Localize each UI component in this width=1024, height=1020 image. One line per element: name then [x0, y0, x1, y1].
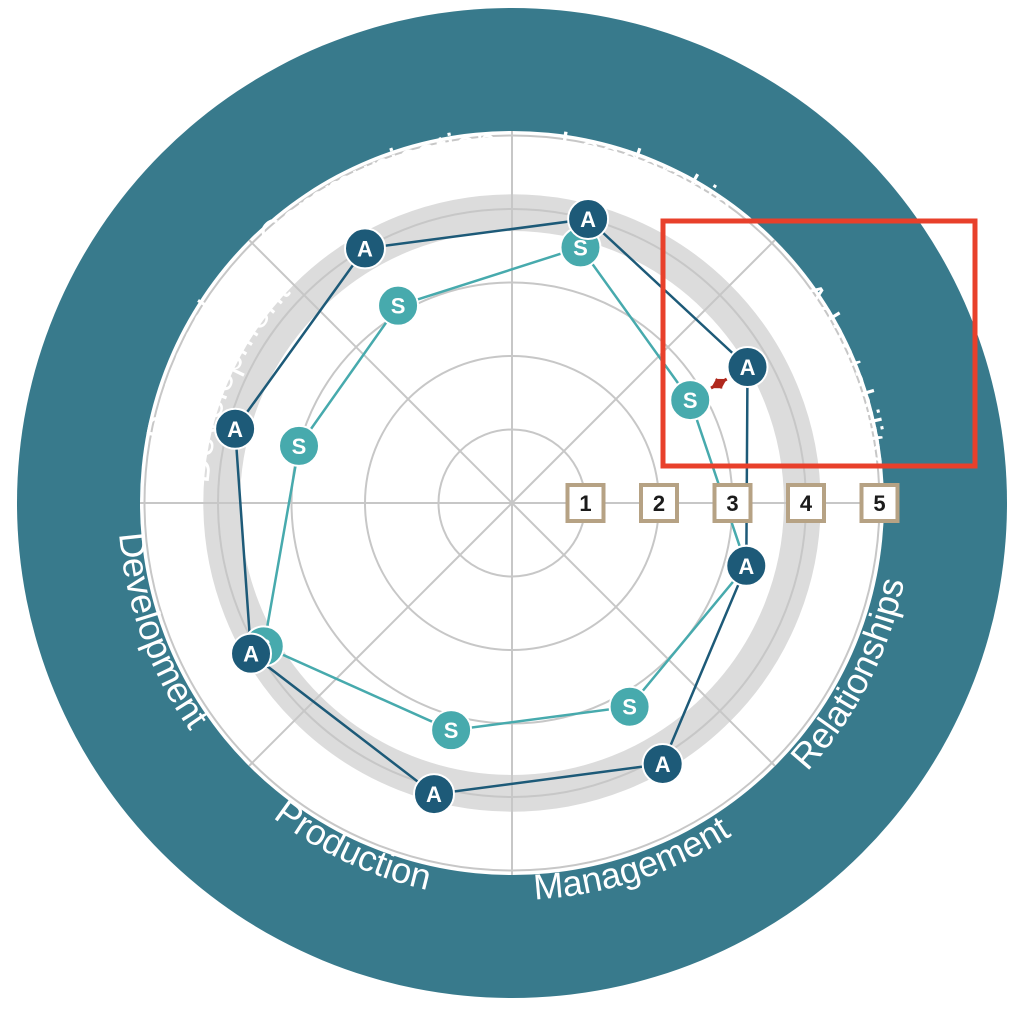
point-s-6: S: [278, 424, 321, 467]
svg-text:A: A: [738, 554, 754, 579]
scale-tick-2: 2: [639, 483, 679, 523]
svg-text:A: A: [227, 417, 243, 442]
svg-text:S: S: [573, 235, 588, 260]
svg-text:A: A: [243, 642, 259, 667]
svg-text:2: 2: [653, 491, 665, 516]
point-a-5: A: [230, 632, 273, 675]
scale-tick-4: 4: [786, 483, 826, 523]
point-a-6: A: [214, 407, 257, 450]
grid-spoke: [511, 239, 776, 504]
svg-text:A: A: [357, 236, 373, 261]
point-a-7: A: [344, 227, 386, 270]
svg-text:4: 4: [800, 491, 813, 516]
point-a-1: A: [726, 346, 769, 389]
svg-text:S: S: [683, 388, 698, 413]
svg-text:S: S: [292, 434, 307, 459]
gap-arrow: [710, 377, 728, 390]
svg-text:3: 3: [726, 491, 738, 516]
svg-text:A: A: [655, 752, 671, 777]
svg-text:A: A: [426, 782, 442, 807]
highlight-box-adaptability: [660, 218, 978, 469]
point-s-1: S: [669, 379, 712, 422]
svg-text:1: 1: [579, 491, 591, 516]
point-s-7: S: [377, 284, 420, 327]
point-s-4: S: [430, 709, 473, 752]
grid-spoke: [248, 239, 513, 504]
svg-text:S: S: [622, 695, 637, 720]
point-a-0: A: [567, 198, 610, 241]
point-a-2: A: [725, 544, 768, 587]
svg-text:A: A: [740, 355, 756, 380]
scale-tick-5: 5: [859, 483, 900, 523]
svg-text:5: 5: [873, 491, 885, 516]
svg-text:S: S: [444, 718, 459, 743]
grid-spoke: [248, 502, 513, 767]
grid-spoke: [511, 502, 776, 767]
svg-text:S: S: [391, 294, 406, 319]
point-a-3: A: [641, 742, 684, 785]
point-s-3: S: [608, 685, 651, 728]
point-a-4: A: [413, 773, 456, 816]
svg-text:A: A: [580, 207, 596, 232]
scale-tick-3: 3: [712, 483, 753, 523]
scale-tick-1: 1: [565, 483, 606, 523]
